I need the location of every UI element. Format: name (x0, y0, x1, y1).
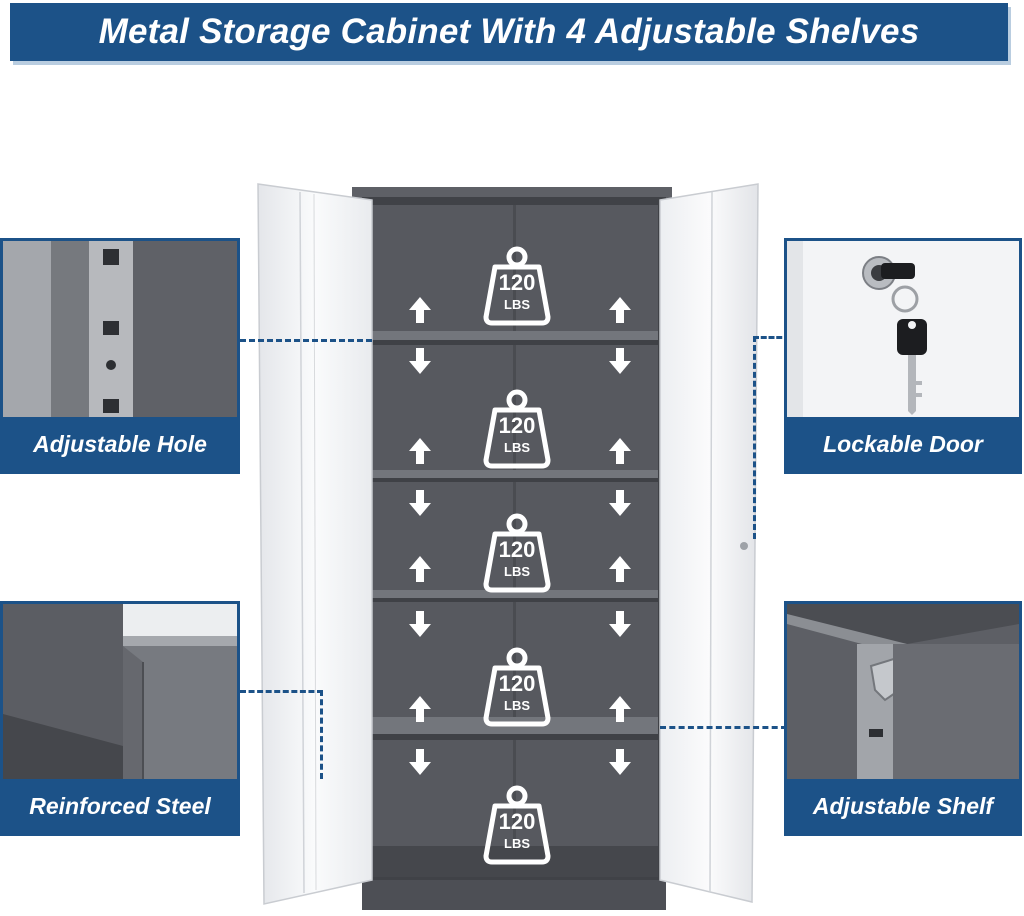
weight-unit: LBS (504, 698, 530, 713)
callout-lockable-door: Lockable Door (784, 238, 1022, 474)
door-lock (740, 542, 748, 550)
caption-adjustable-shelf: Adjustable Shelf (787, 779, 1019, 833)
banner-title: Metal Storage Cabinet With 4 Adjustable … (98, 12, 920, 51)
caption-adjustable-hole: Adjustable Hole (3, 417, 237, 471)
weight-value: 120 (499, 809, 536, 834)
weight-value: 120 (499, 537, 536, 562)
lockable-door-closeup (787, 241, 1019, 419)
weight-value: 120 (499, 413, 536, 438)
callout-adjustable-shelf: Adjustable Shelf (784, 601, 1022, 836)
adjustable-shelf-closeup (787, 604, 1019, 779)
caption-reinforced-steel: Reinforced Steel (3, 779, 237, 833)
connector-adjustable-hole (240, 339, 372, 342)
weight-value: 120 (499, 270, 536, 295)
shelves (372, 331, 658, 877)
weight-unit: LBS (504, 564, 530, 579)
cabinet-top (352, 187, 672, 199)
weight-unit: LBS (504, 297, 530, 312)
weight-unit: LBS (504, 836, 530, 851)
cabinet-base (362, 880, 666, 910)
weight-unit: LBS (504, 440, 530, 455)
connector-lockable-door (753, 336, 790, 539)
title-banner: Metal Storage Cabinet With 4 Adjustable … (10, 3, 1008, 61)
callout-reinforced-steel: Reinforced Steel (0, 601, 240, 836)
callout-adjustable-hole: Adjustable Hole (0, 238, 240, 474)
connector-adjustable-shelf (660, 726, 787, 729)
weight-value: 120 (499, 671, 536, 696)
right-door (659, 183, 759, 903)
reinforced-steel-closeup (3, 604, 237, 779)
caption-lockable-door: Lockable Door (787, 417, 1019, 471)
connector-reinforced-steel (240, 690, 323, 779)
key-icon (897, 319, 927, 415)
lock-icon (862, 256, 915, 290)
adjustable-hole-closeup (3, 241, 237, 417)
